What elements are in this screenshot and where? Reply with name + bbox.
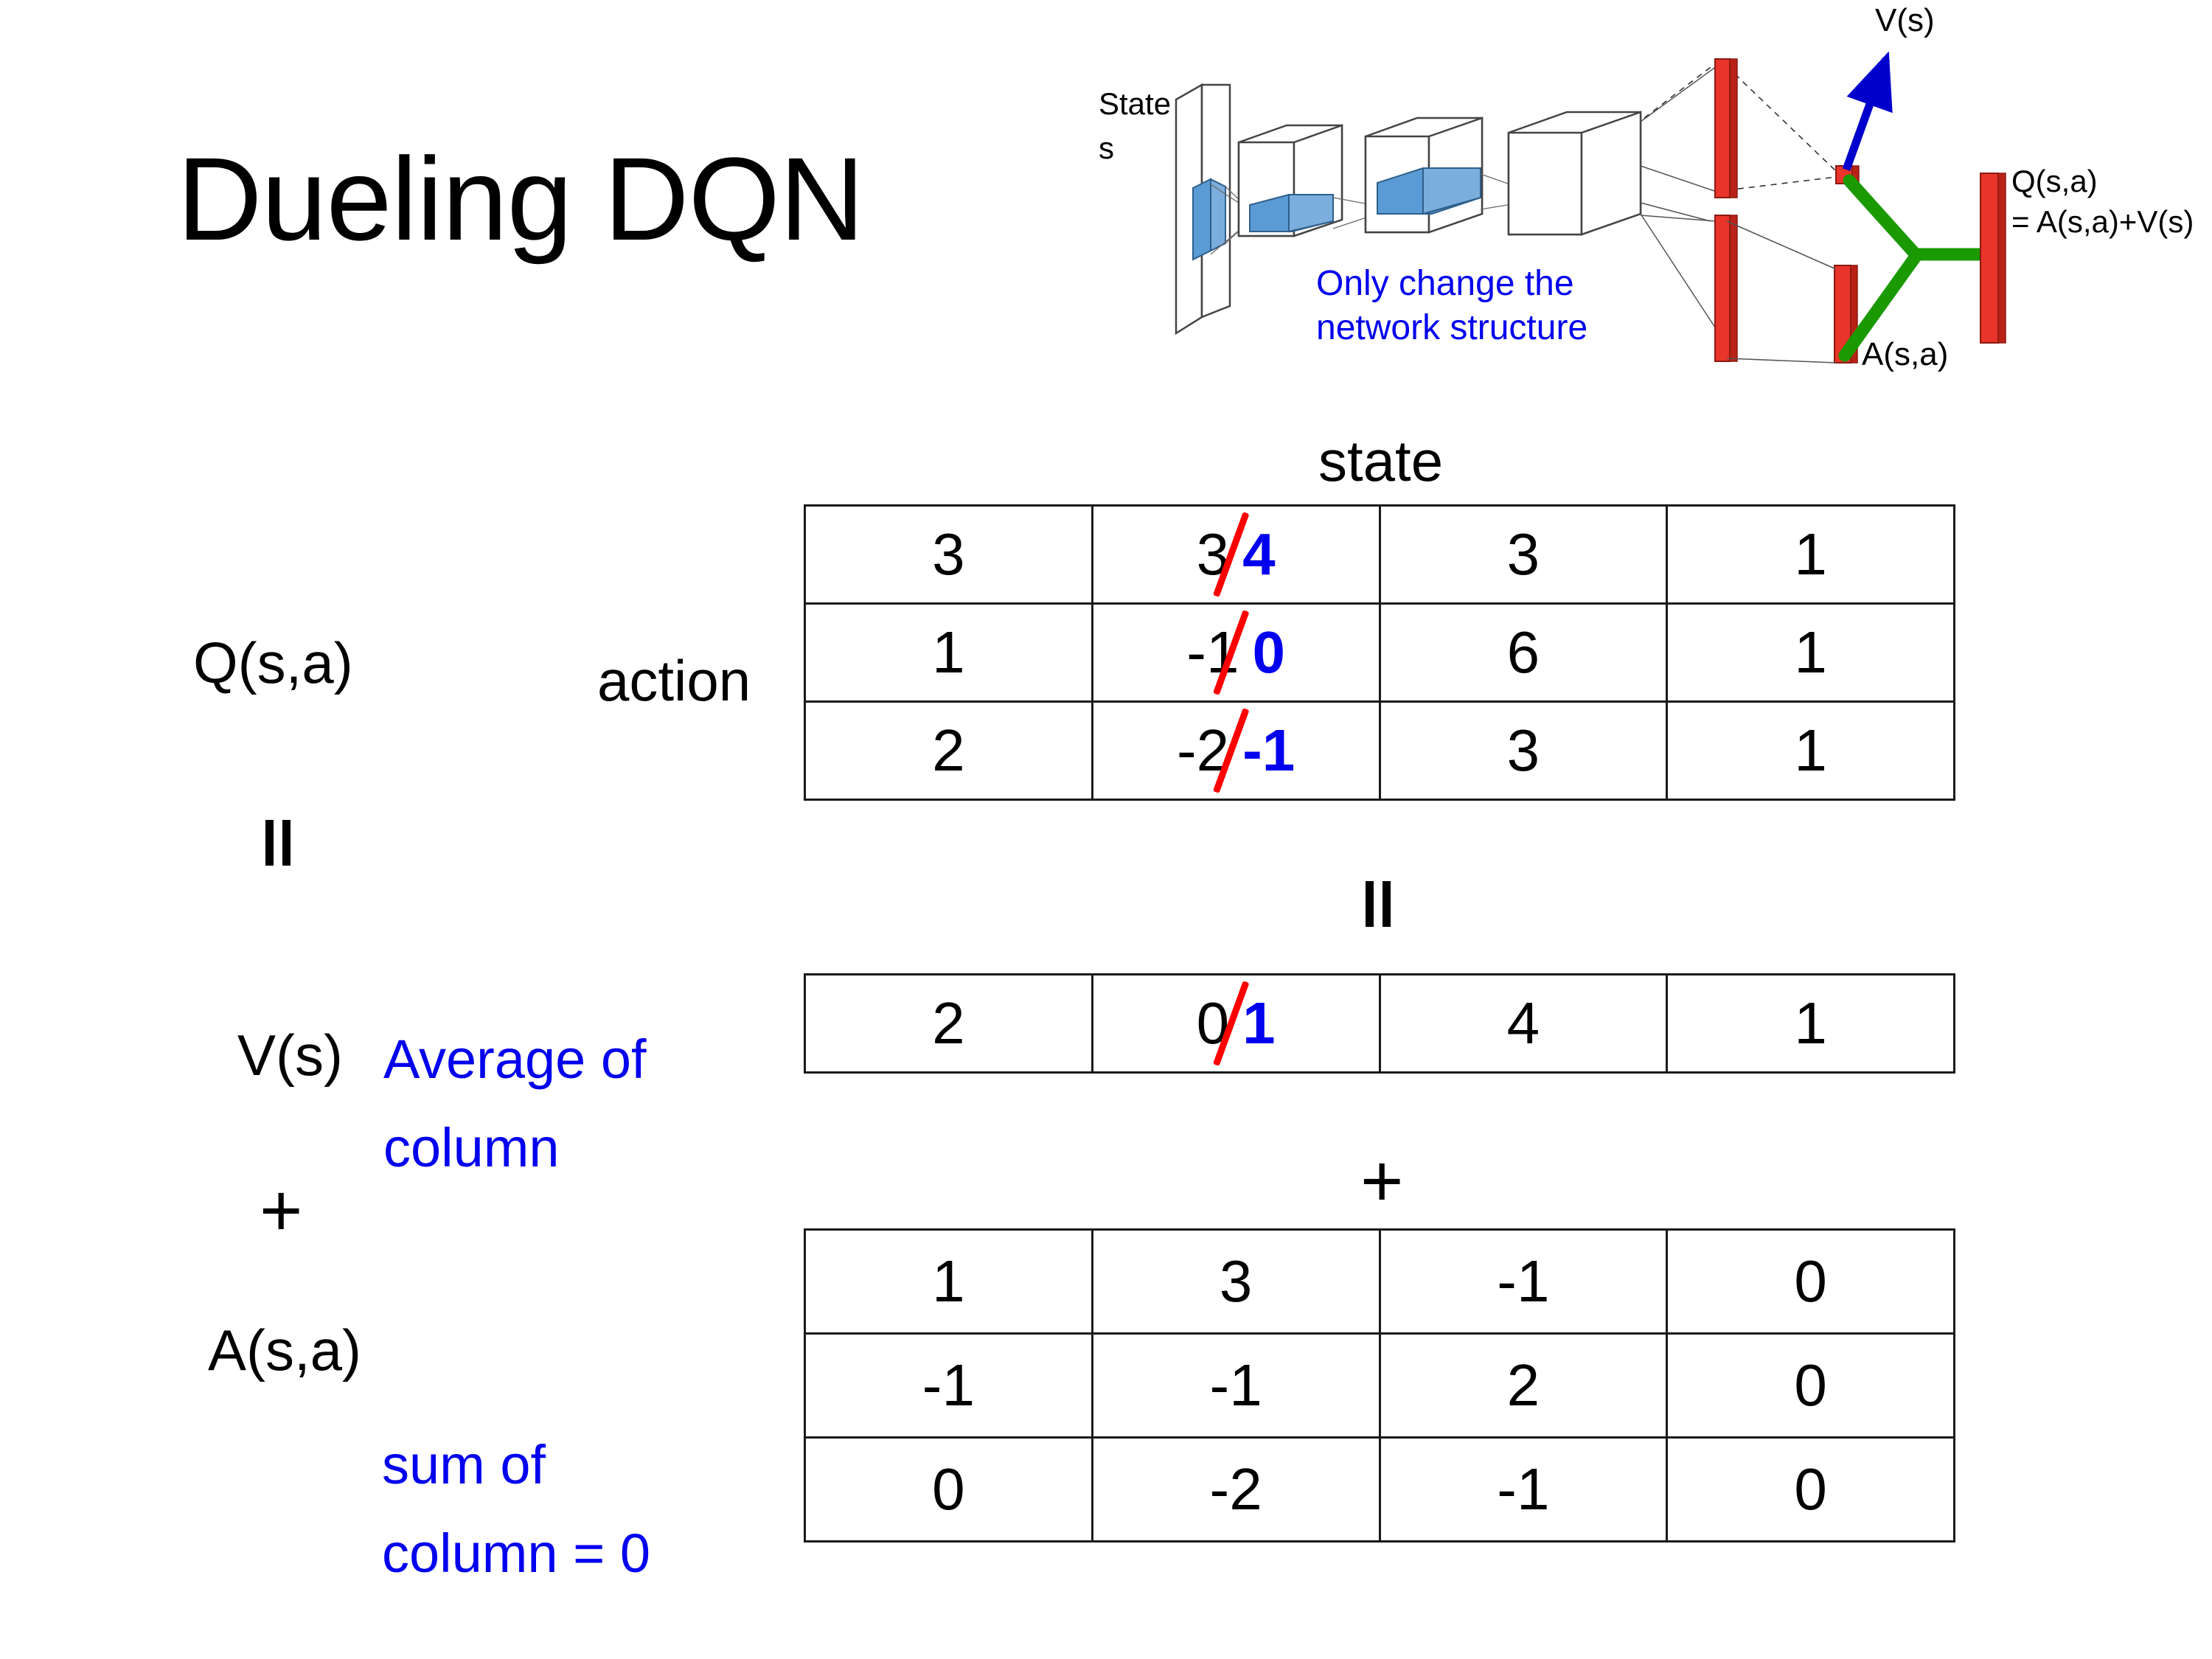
diagram-q-label-line2: = A(s,a)+V(s) [2011, 204, 2194, 239]
sum-of-note-line2: column = 0 [382, 1523, 651, 1584]
a-cell-r0c2: -1 [1378, 1228, 1669, 1335]
average-of-note-line1: Average of [383, 1029, 647, 1090]
q-cell-r2c1-new: -1 [1242, 717, 1295, 783]
diagram-note-line2: network structure [1316, 308, 1587, 347]
a-cell-r1c1: -1 [1091, 1332, 1381, 1439]
q-cell-r1c2: 6 [1378, 602, 1669, 703]
v-cell-c0: 2 [804, 973, 1093, 1074]
plus-sign-middle: + [1360, 1140, 1404, 1222]
q-function-label: Q(s,a) [193, 630, 353, 695]
q-cell-r1c3: 1 [1666, 602, 1955, 703]
a-cell-r2c3: 0 [1666, 1436, 1955, 1543]
diagram-v-label: V(s) [1875, 2, 1935, 38]
q-cell-r1c1-new: 0 [1252, 619, 1285, 685]
diagram-state-label-line1: State [1099, 86, 1171, 121]
a-cell-r2c0: 0 [804, 1436, 1093, 1543]
diagram-q-label-line1: Q(s,a) [2011, 164, 2098, 198]
q-cell-r0c1-old: 3 [1196, 521, 1230, 587]
a-cell-r1c2: 2 [1378, 1332, 1669, 1439]
table-row: 0 -2 -1 0 [804, 1436, 1955, 1543]
q-cell-r0c3: 1 [1666, 504, 1955, 605]
sum-of-note-line1: sum of [382, 1434, 546, 1495]
q-cell-r0c2: 3 [1378, 504, 1669, 605]
q-cell-r0c1-new: 4 [1242, 521, 1276, 587]
a-cell-r1c0: -1 [804, 1332, 1093, 1439]
v-cell-c2: 4 [1378, 973, 1669, 1074]
a-function-label: A(s,a) [208, 1318, 362, 1382]
q-cell-r2c2: 3 [1378, 700, 1669, 801]
a-cell-r0c0: 1 [804, 1228, 1093, 1335]
a-cell-r1c3: 0 [1666, 1332, 1955, 1439]
dueling-network-diagram: State s Only change the network structur… [1099, 0, 2205, 428]
q-cell-r2c1-old: -2 [1176, 717, 1230, 783]
a-cell-r0c1: 3 [1091, 1228, 1381, 1335]
plus-sign-left: + [260, 1169, 303, 1252]
v-cell-c1-old: 0 [1196, 990, 1230, 1056]
q-cell-r1c0: 1 [804, 602, 1093, 703]
q-cell-r0c0: 3 [804, 504, 1093, 605]
state-header-label: state [1318, 428, 1444, 493]
q-cell-r2c0: 2 [804, 700, 1093, 801]
diagram-a-label: A(s,a) [1862, 336, 1948, 372]
page-title: Dueling DQN [177, 133, 865, 265]
average-of-note-line2: column [383, 1117, 560, 1178]
equals-sign-left [265, 820, 291, 866]
diagram-note-line1: Only change the [1316, 264, 1574, 303]
table-row: 1 3 -1 0 [804, 1228, 1955, 1335]
v-cell-c3: 1 [1666, 973, 1955, 1074]
a-cell-r2c2: -1 [1378, 1436, 1669, 1543]
q-cell-r2c1: -2-1 [1091, 700, 1381, 801]
a-cell-r0c3: 0 [1666, 1228, 1955, 1335]
a-cell-r2c1: -2 [1091, 1436, 1381, 1543]
table-row: 2 -2-1 3 1 [804, 700, 1955, 801]
q-cell-r1c1-old: -1 [1186, 619, 1239, 685]
v-function-label: V(s) [237, 1023, 343, 1088]
table-row: -1 -1 2 0 [804, 1332, 1955, 1439]
v-cell-c1-new: 1 [1242, 990, 1276, 1056]
equals-sign-middle [1366, 881, 1391, 927]
action-header-label: action [597, 648, 751, 713]
diagram-state-label-line2: s [1099, 131, 1114, 165]
q-cell-r2c3: 1 [1666, 700, 1955, 801]
a-table: 1 3 -1 0 -1 -1 2 0 0 -2 -1 0 [804, 1228, 1955, 1543]
